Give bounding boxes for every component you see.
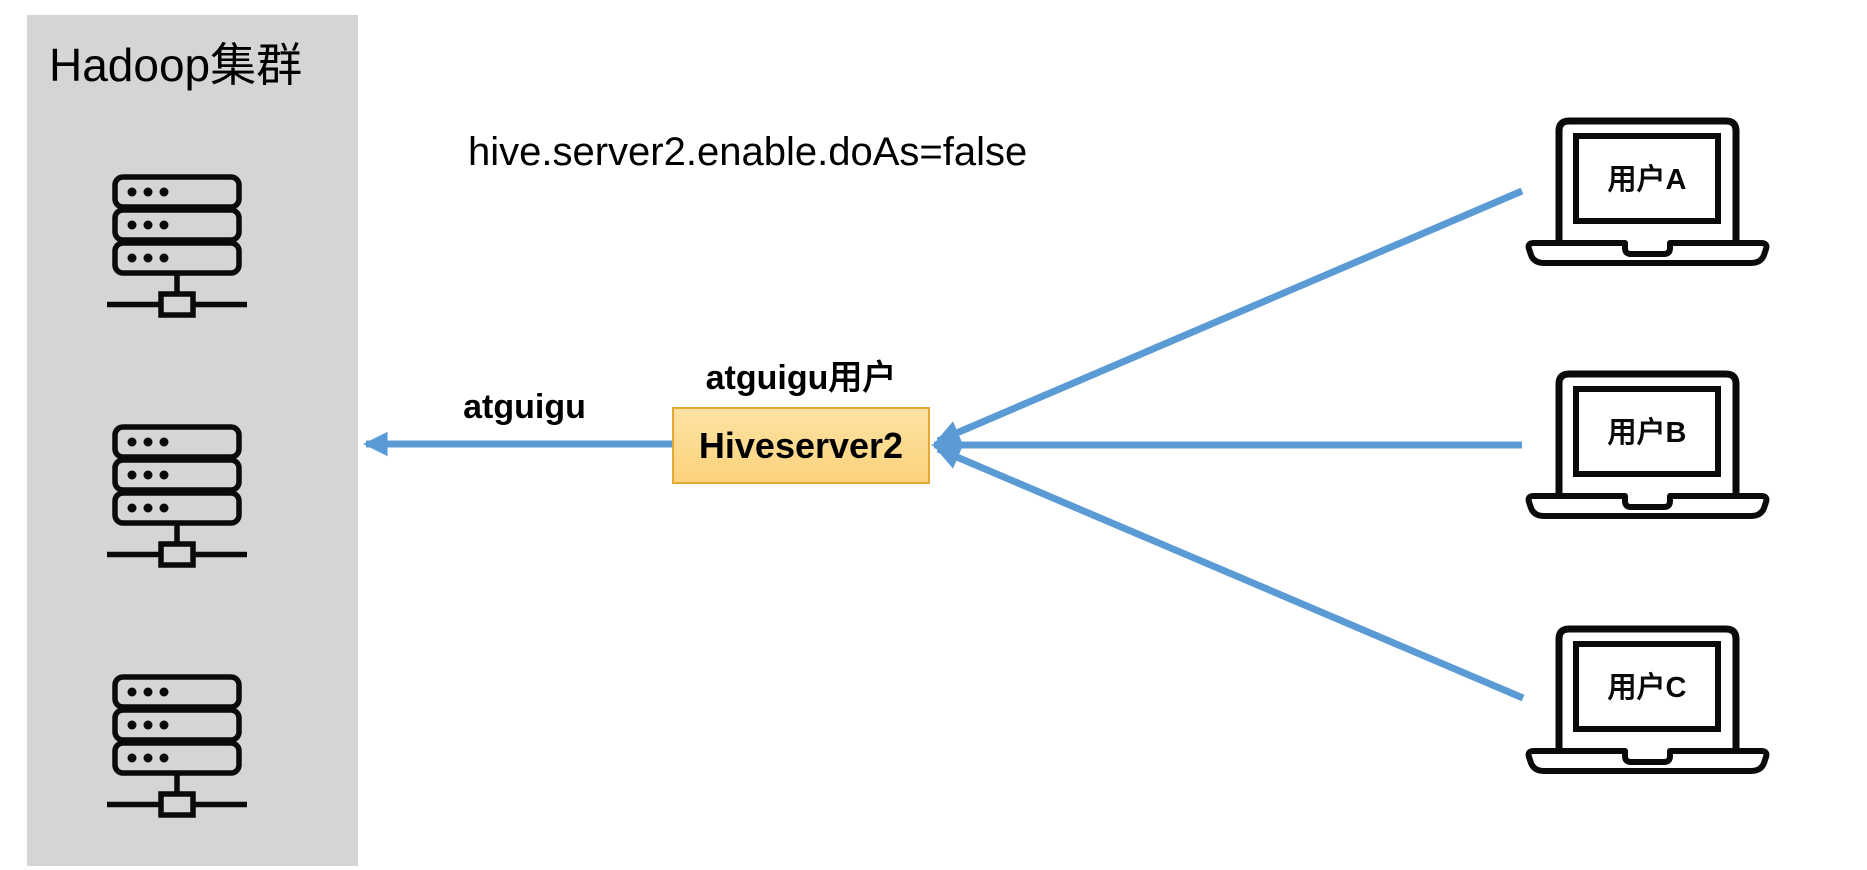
client-label: 用户C [1608,670,1687,704]
arrow-user-a-to-hiveserver2 [935,187,1524,445]
client-label: 用户A [1608,162,1687,196]
laptop-icon: 用户C [1525,625,1770,774]
hiveserver2-box: Hiveserver2 [672,407,930,484]
server-rack-icon [107,174,247,318]
server-rack-icon [107,424,247,568]
cluster-access-user-label: atguigu [463,388,586,426]
arrow-user-c-to-hiveserver2 [935,445,1525,702]
hadoop-cluster-panel: Hadoop集群 [27,15,358,866]
hadoop-cluster-title: Hadoop集群 [49,39,303,91]
config-property-text: hive.server2.enable.doAs=false [468,130,1028,174]
server-rack-icon [107,674,247,818]
hiveserver2-label: Hiveserver2 [698,424,904,466]
laptop-icon: 用户B [1525,370,1770,519]
run-as-user-label: atguigu用户 [705,359,897,397]
laptop-icon: 用户A [1525,117,1770,266]
client-label: 用户B [1608,415,1687,449]
